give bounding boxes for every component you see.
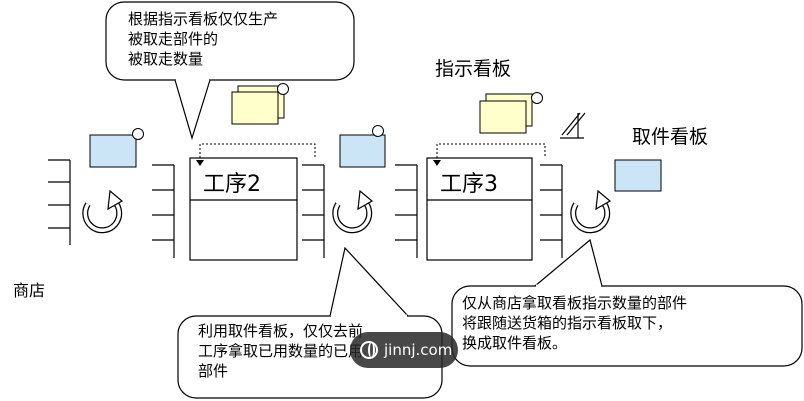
bottom-left-callout-text: 利用取件看板，仅仅去前 工序拿取已用数量的已用 部件: [198, 322, 364, 380]
process2-box: [189, 143, 316, 261]
cycle-arrow-icon: [82, 189, 124, 234]
cycle-arrow-icon: [332, 189, 374, 234]
pickup-kanban-card-1: [89, 128, 144, 168]
instruction-kanban-stack-1: [231, 83, 289, 125]
pickup-kanban-card-2: [339, 125, 386, 168]
instruction-kanban-label: 指示看板: [435, 58, 512, 80]
watermark-text: jinnj.com: [384, 341, 453, 359]
bottom-right-callout-text: 仅从商店拿取看板指示数量的部件 将跟随送货箱的指示看板取下， 换成取件看板。: [462, 294, 688, 352]
watermark-badge: jinnj.com: [350, 332, 458, 368]
store-shelf: [48, 159, 71, 245]
top-callout-shape: [105, 1, 355, 141]
store-label: 商店: [13, 281, 46, 300]
cycle-arrow-icon: [570, 189, 612, 234]
top-callout-text: 根据指示看板仅仅生产 被取走部件的 被取走数量: [128, 10, 279, 68]
process3-title: 工序3: [440, 172, 498, 197]
pickup-kanban-card-3: [614, 159, 662, 192]
instruction-kanban-stack-2: [479, 92, 543, 134]
process3-box: [426, 143, 546, 261]
bottom-right-callout-shape: [451, 238, 803, 367]
process3-inbound-shelf: [395, 164, 418, 258]
globe-icon: [360, 341, 378, 359]
process2-title: 工序2: [203, 172, 261, 197]
pickup-kanban-label: 取件看板: [632, 126, 709, 148]
kanban-post-icon: [560, 112, 586, 139]
process2-inbound-shelf: [152, 164, 175, 258]
process3-outbound-shelf: [540, 164, 563, 258]
process2-outbound-shelf: [302, 164, 325, 258]
